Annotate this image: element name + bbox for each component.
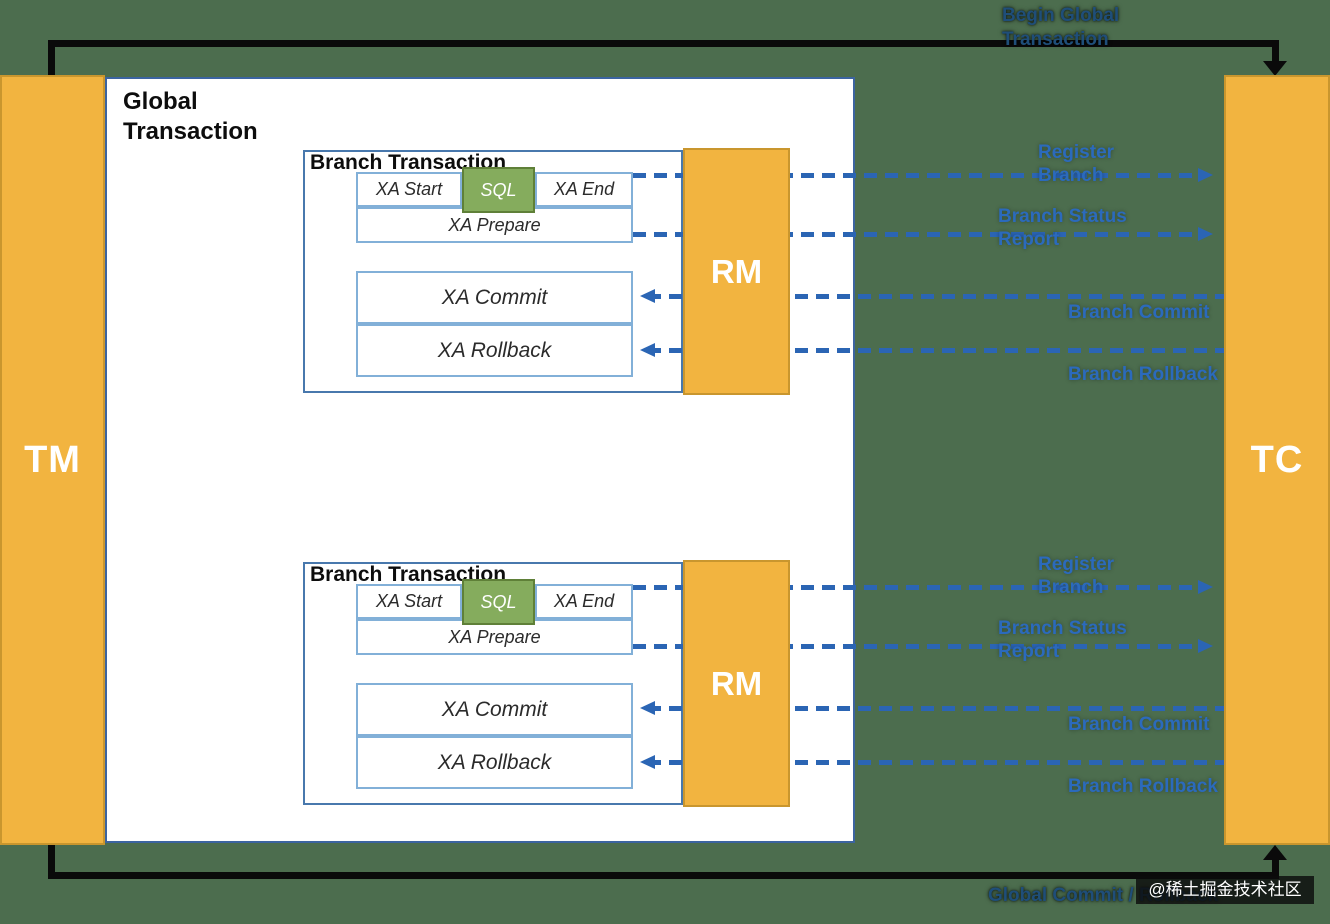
commit-flow-line-left-vertical (48, 845, 55, 879)
tc-actor-box: TC (1224, 75, 1330, 845)
tc-label: TC (1250, 438, 1304, 481)
watermark-badge: @稀土掘金技术社区 (1136, 876, 1314, 904)
register-branch-label: Register Branch (1038, 142, 1115, 186)
begin-flow-arrowhead-icon (1263, 61, 1287, 76)
begin-global-transaction-label: Begin Global Transaction (1002, 5, 1120, 50)
branch-status-report-label: Branch Status Report (998, 618, 1127, 662)
global-transaction-title: Global Transaction (123, 88, 258, 145)
commit-flow-line-right-vertical (1272, 858, 1279, 879)
tm-actor-box: TM (0, 75, 105, 845)
register-branch-label: Register Branch (1038, 554, 1115, 598)
begin-flow-line-horizontal (48, 40, 1279, 47)
commit-flow-arrowhead-icon (1263, 845, 1287, 860)
commit-flow-line-horizontal (48, 872, 1279, 879)
global-transaction-box: Global Transaction (105, 77, 855, 843)
begin-flow-line-left-vertical (48, 40, 55, 77)
branch-status-report-label: Branch Status Report (998, 206, 1127, 250)
begin-flow-line-right-vertical (1272, 40, 1279, 64)
tm-label: TM (24, 438, 81, 481)
